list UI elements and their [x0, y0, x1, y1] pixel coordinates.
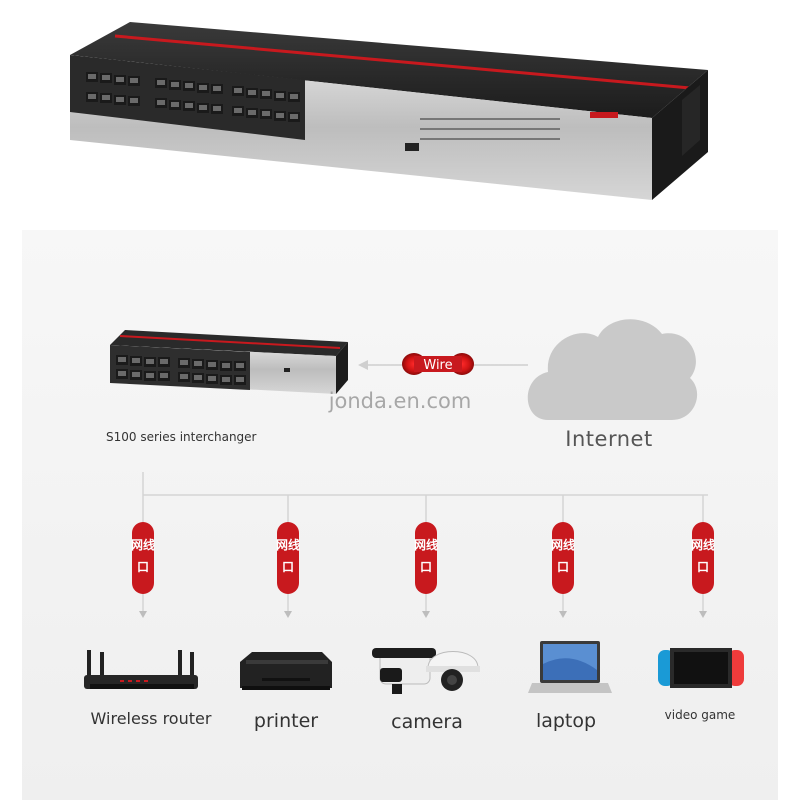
wire-badge: Wire: [402, 353, 474, 375]
cloud-icon: [527, 319, 698, 420]
laptop-icon: [528, 641, 612, 693]
printer-icon: [240, 652, 332, 690]
cable-badge: 网线 口: [551, 522, 575, 594]
svg-text:口: 口: [282, 560, 294, 574]
cable-badge: 网线 口: [414, 522, 438, 594]
diagram-area: [22, 230, 778, 800]
device-label: laptop: [536, 710, 596, 732]
device-label: Wireless router: [91, 709, 212, 728]
switch-label: S100 series interchanger: [106, 430, 257, 444]
small-switch: [110, 330, 348, 394]
svg-text:口: 口: [137, 560, 149, 574]
camera-icon: [372, 648, 480, 694]
game-console-icon: [658, 648, 744, 688]
svg-text:口: 口: [697, 560, 709, 574]
cable-badge: 网线 口: [276, 522, 300, 594]
switch-photo-large: [70, 22, 708, 200]
device-label: video game: [665, 708, 736, 722]
router-icon: [84, 650, 198, 689]
cable-badge-label: 网线: [131, 537, 155, 552]
device-label: printer: [254, 710, 318, 732]
device-label: camera: [391, 711, 463, 733]
bus-arrows: [139, 611, 707, 618]
cable-badge-label: 网线: [551, 537, 575, 552]
internet-label: Internet: [565, 427, 652, 451]
cable-badge-label: 网线: [276, 537, 300, 552]
cable-badge: 网线 口: [691, 522, 715, 594]
cable-badge-label: 网线: [414, 537, 438, 552]
cable-badge: 网线 口: [131, 522, 155, 594]
wire-label: Wire: [423, 358, 452, 373]
svg-text:口: 口: [557, 560, 569, 574]
cable-badge-label: 网线: [691, 537, 715, 552]
svg-text:口: 口: [420, 560, 432, 574]
watermark: jonda.en.com: [328, 389, 472, 413]
